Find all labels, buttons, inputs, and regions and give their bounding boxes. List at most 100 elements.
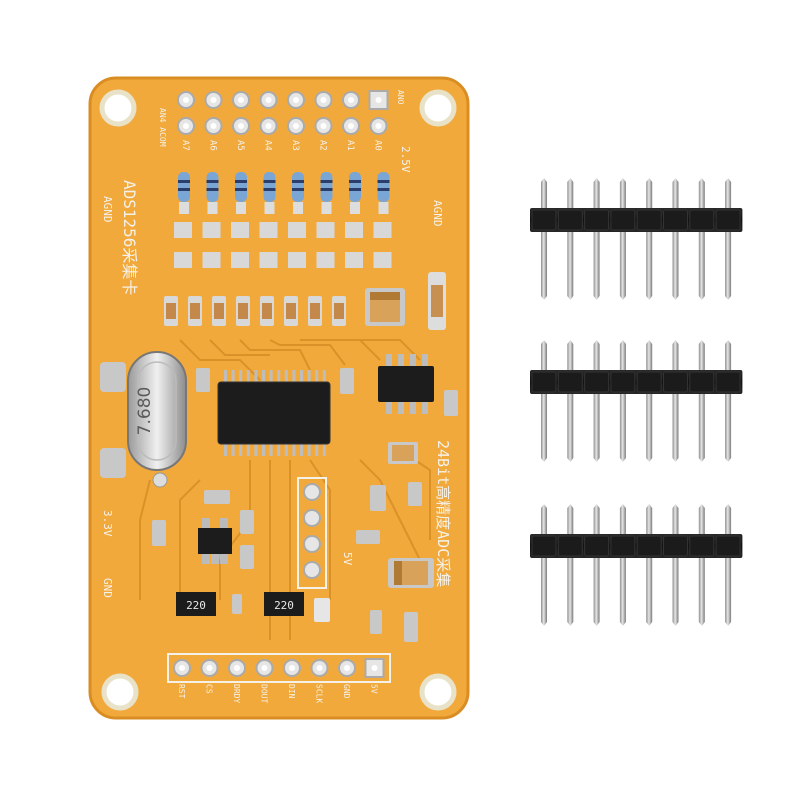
smd-pad [202,252,221,268]
header-hole-center [293,97,299,103]
smd-pad [345,222,363,238]
bottom-header-holes [167,653,391,683]
header-segment [557,535,583,557]
header-hole-center [265,123,272,129]
header-segment [557,209,583,231]
chip-pin [269,370,273,382]
pin-header-strip [530,178,743,300]
smd-pad [288,252,306,268]
bottom-pin-label: GND [342,684,351,699]
header-hole-center [210,123,217,129]
resistor-band [377,188,390,191]
chip-pin [398,354,404,366]
resistor-band [377,180,390,183]
chip-pin [292,370,296,382]
resistor-band [178,188,190,191]
resistor-array [178,172,390,214]
resistor-band [349,180,361,183]
label-agnd-right: AGND [431,200,444,227]
top-pin-label: A1 [345,140,355,151]
header-segment [663,535,688,557]
header-segment [689,209,715,231]
header-segment [584,371,610,393]
smd-pad [373,222,392,238]
header-pin [593,340,600,462]
chip-pin [315,370,319,382]
label-an4-acom: AN4 ACOM [158,108,167,147]
misc-smd-parts [152,368,458,642]
header-hole-center [348,123,354,129]
label-gnd: GND [101,578,114,598]
top-pin-label: A4 [263,140,273,151]
bottom-pin-label: CS [205,684,214,694]
chip-pin [254,370,258,382]
header-pin [541,340,547,462]
chip-pin [262,370,265,382]
header-hole-center [234,665,240,671]
header-pin [698,340,705,462]
resistor-band [320,180,333,183]
capacitor-body [310,303,320,319]
capacitor-body [286,303,296,319]
chip-pin [246,444,250,456]
resistor-lead [264,202,275,214]
header-hole-center [238,123,244,129]
resistor [377,172,390,202]
header-pin [567,504,574,626]
resistor [349,172,361,202]
chip-pin [386,354,392,366]
header-hole-center [344,665,350,671]
header-segment [689,535,715,557]
chip-pin [231,370,235,382]
header-pin [619,340,626,462]
regulator-chip [198,518,232,564]
chip-pin [300,370,303,382]
top-pin-label: A3 [290,140,300,151]
resistor-lead [179,202,189,214]
crystal-label: 7.680 [135,387,155,436]
chip-pin [284,444,288,456]
header-pin [725,504,732,626]
chip-pin [398,402,404,414]
resistor-band [292,188,304,191]
resistor [263,172,276,202]
capacitor-right-top [428,272,446,330]
header-pin [725,178,732,300]
header-segment [584,209,610,231]
header-pin [646,504,653,626]
resistor-lead [350,202,360,214]
header-hole-center [261,665,268,671]
top-pin-label: A0 [373,140,383,151]
header-hole-center [320,123,327,129]
smd-pad [316,222,335,238]
header-pin [646,178,653,300]
tantalum-capacitor-bottom [388,558,434,588]
chip-pin [246,370,250,382]
header-hole-center [348,97,354,103]
header-segment [531,535,557,557]
smd-pad [316,252,335,268]
resistor-band [263,188,276,191]
smd-pad [202,222,221,238]
bottom-pin-label: DIN [287,684,296,699]
resistor [235,172,247,202]
resistor-band [349,188,361,191]
chip-pin [224,444,227,456]
chip-pin [224,370,227,382]
chip-pin [315,444,319,456]
top-header-holes [177,90,389,135]
resistor-band [178,180,190,183]
header-segment [531,209,557,231]
header-segment [557,371,583,393]
resistor-network-1: 220 [176,592,216,616]
smd-pad [174,252,192,268]
header-hole-center [265,97,272,103]
header-pin [541,178,547,300]
header-segment [636,371,662,393]
header-segment [663,209,688,231]
smd-pad [259,222,278,238]
smd-pad [259,252,278,268]
header-pin [593,504,600,626]
